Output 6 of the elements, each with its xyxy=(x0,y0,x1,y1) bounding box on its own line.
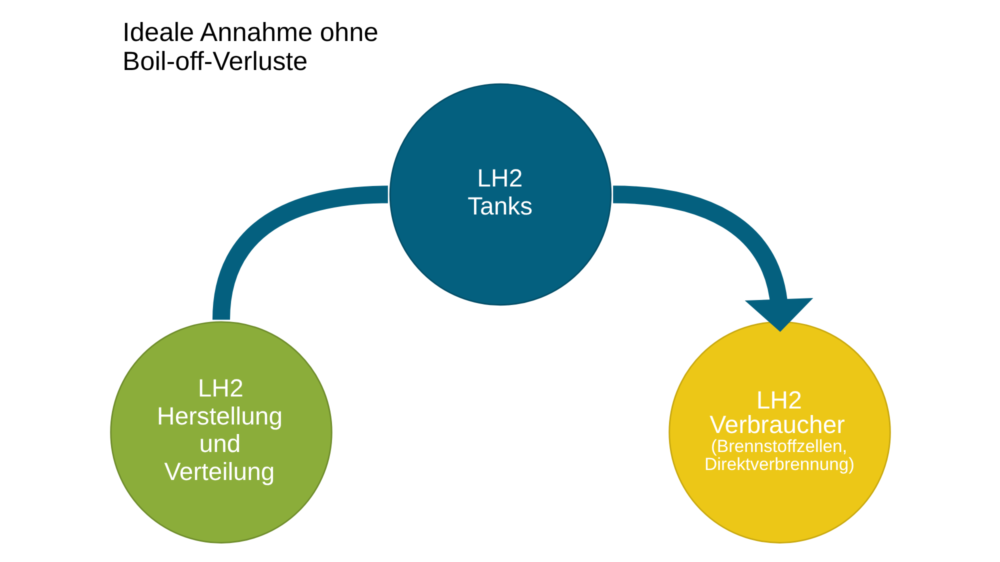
diagram-title: Ideale Annahme ohne Boil-off-Verluste xyxy=(122,16,378,76)
arrow xyxy=(612,186,813,332)
node-circle: LH2 Verbraucher (Brennstoffzellen, Direktverbrennung) xyxy=(668,321,890,544)
node-circle: LH2 Tanks xyxy=(388,83,612,306)
node-circle: LH2 Herstellung und Verteilung xyxy=(110,321,332,544)
connector xyxy=(212,186,388,320)
